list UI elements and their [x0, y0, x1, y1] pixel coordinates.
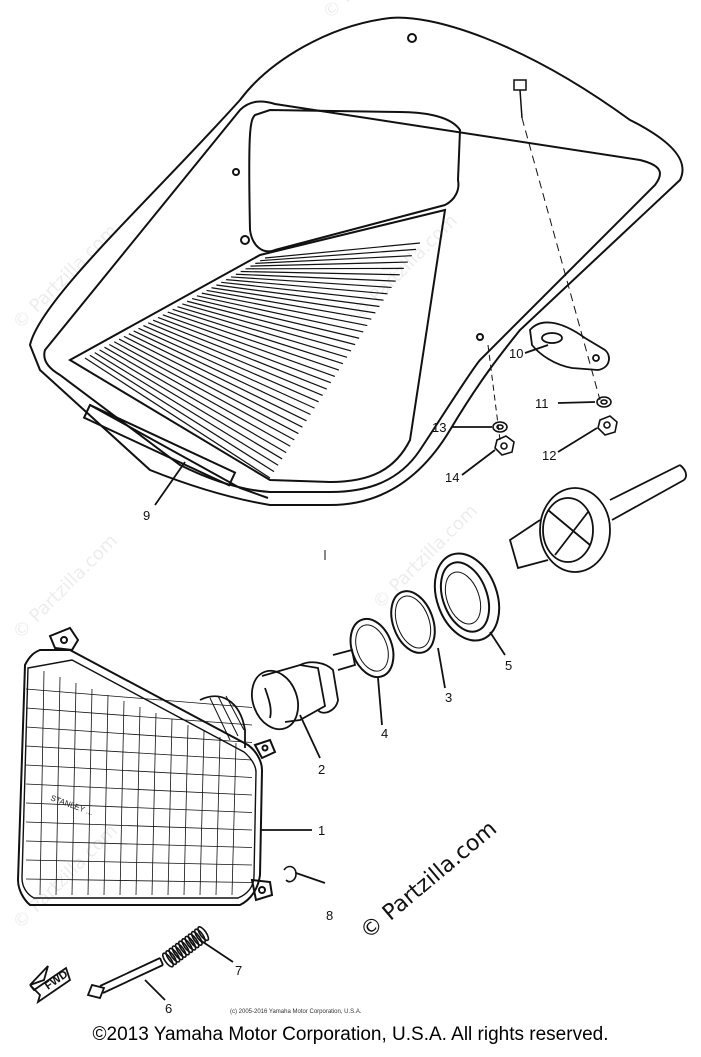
- watermark-text: © Partzilla.com: [369, 500, 482, 613]
- sealed-beam-unit-part-1: [18, 628, 275, 905]
- callout-10: 10: [509, 346, 523, 361]
- spring-clip-part-8: [284, 867, 296, 882]
- background-watermarks: © Partzilla.com © Partzilla.com © Partzi…: [9, 0, 482, 934]
- callout-2: 2: [318, 762, 325, 777]
- callout-12: 12: [542, 448, 556, 463]
- seal-part-5: [423, 544, 510, 649]
- washer-part-13: [493, 422, 507, 432]
- nut-part-12: [598, 416, 617, 435]
- lens-text: STANLEY ...: [49, 793, 94, 817]
- leader-lines: [144, 344, 598, 1001]
- watermark-text: © Partzilla.com: [9, 530, 122, 643]
- partzilla-watermark: © Partzilla.com: [356, 816, 502, 944]
- callout-4: 4: [381, 726, 388, 741]
- screw-part-6: [88, 958, 163, 998]
- callout-9: 9: [143, 508, 150, 523]
- callout-1: 1: [318, 823, 325, 838]
- bulb-part-2: [244, 650, 355, 736]
- callout-3: 3: [445, 690, 452, 705]
- callout-labels: 1 2 3 4 5 6 7 8 9 10 11 12 13 14: [143, 346, 556, 1016]
- headlight-housing-part-9: [30, 18, 683, 505]
- callout-14: 14: [445, 470, 459, 485]
- callout-13: 13: [432, 420, 446, 435]
- housing-ribbed-floor: [84, 242, 421, 479]
- callout-8: 8: [326, 908, 333, 923]
- mounting-bolt: [488, 80, 600, 440]
- callout-6: 6: [165, 1001, 172, 1016]
- washer-part-11: [597, 397, 611, 407]
- callout-5: 5: [505, 658, 512, 673]
- spring-part-7: [161, 925, 210, 968]
- ring-part-3: [383, 585, 442, 659]
- watermark-text: © Partzilla.com: [349, 210, 462, 323]
- callout-11: 11: [535, 396, 549, 411]
- footer-copyright: ©2013 Yamaha Motor Corporation, U.S.A. A…: [92, 1024, 609, 1045]
- nut-part-14: [495, 436, 514, 455]
- small-copyright: (c) 2005-2016 Yamaha Motor Corporation, …: [230, 1009, 362, 1015]
- fwd-arrow-icon: FWD: [29, 965, 72, 1005]
- bracket-part-10: [530, 322, 609, 370]
- lens-grid-pattern: [25, 670, 253, 896]
- bulb-socket-connector: [510, 465, 686, 572]
- callout-7: 7: [235, 963, 242, 978]
